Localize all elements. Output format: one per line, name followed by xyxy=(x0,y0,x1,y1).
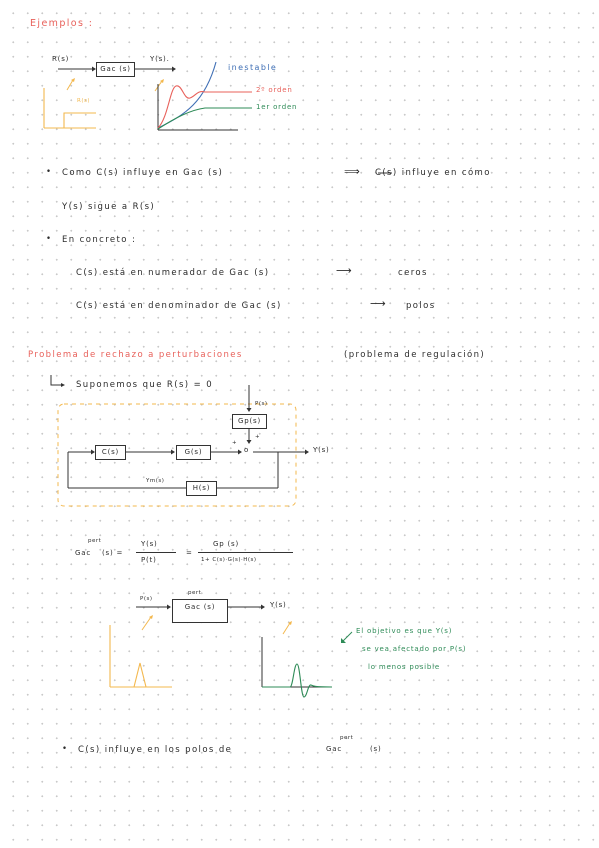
goal-note-line3: lo menos posible xyxy=(368,663,440,671)
legend-first-order: 1er orden xyxy=(256,103,298,111)
final-gac: Gac xyxy=(326,745,342,753)
assumption-text: Suponemos que R(s) = 0 xyxy=(76,380,214,390)
legend-unstable: inestable xyxy=(228,63,278,72)
goal-note-line2: se vea afectado por P(s) xyxy=(362,645,467,653)
bullet1-text-b: C(s) influye en cómo xyxy=(375,168,491,178)
frac1-bar xyxy=(136,552,176,553)
ref-label: R(s) xyxy=(77,98,90,104)
arrow-to-poles: ⟶ xyxy=(370,297,388,310)
frac2-bar xyxy=(198,552,293,553)
sum-plus-top: + xyxy=(255,434,261,440)
legend-second-order: 2º orden xyxy=(256,86,293,94)
final-bullet-text: C(s) influye en los polos de xyxy=(78,745,233,755)
reference-step-plot xyxy=(43,88,96,129)
output-arrow-head xyxy=(172,66,176,72)
second-order-curve xyxy=(157,85,232,129)
sum-plus-left: + xyxy=(232,440,238,446)
input-arrow-head xyxy=(92,66,96,72)
frac1-numerator: Y(s) xyxy=(141,540,158,548)
g-block: G(s) xyxy=(176,445,211,460)
bullet-dot-3: • xyxy=(62,744,69,754)
ex2-gac-block: Gac (s) xyxy=(172,599,228,623)
final-gac-sup: pert xyxy=(340,735,354,741)
ex2-block-sup: pert xyxy=(188,590,202,596)
bullet-dot-2: • xyxy=(46,234,53,244)
case-numerator: C(s) está en numerador de Gac (s) xyxy=(76,268,270,278)
ex2-output-label: Y(s) xyxy=(270,601,287,609)
h-block: H(s) xyxy=(186,481,217,496)
page-title: Ejemplos : xyxy=(30,18,94,29)
disturbance-label: P(s) xyxy=(255,401,268,407)
ref-pointer-head xyxy=(71,78,75,82)
ref-pointer-arrow xyxy=(66,79,74,91)
sum-node: o xyxy=(244,446,250,454)
goal-note-line1: El objetivo es que Y(s) xyxy=(356,627,453,635)
case-denominator: C(s) está en denominador de Gac (s) xyxy=(76,301,282,311)
loop-output-label: Y(s) xyxy=(313,446,330,454)
bullet1-text-c: Y(s) sigue a R(s) xyxy=(62,202,156,212)
bullet1-text-a: Como C(s) influye en Gac (s) xyxy=(62,168,224,178)
disturbance-response-plot xyxy=(261,637,333,698)
arrow-to-zeros: ⟶ xyxy=(336,264,354,277)
frac2-numerator: Gp (s) xyxy=(213,540,240,548)
response-plot xyxy=(157,61,252,131)
dashed-frame xyxy=(57,403,297,507)
problem-heading: Problema de rechazo a perturbaciones xyxy=(28,350,243,360)
implies-arrow: ⟹ xyxy=(344,165,362,178)
resp-pointer-head xyxy=(160,79,164,83)
gac-block: Gac (s) xyxy=(96,62,135,77)
first-order-curve xyxy=(157,107,238,130)
final-gac-arg: (s) xyxy=(370,745,382,753)
input-label: R(s) xyxy=(52,55,70,63)
ex2-input-label: P(s) xyxy=(140,596,153,602)
feedback-label: Ym(s) xyxy=(146,478,165,484)
formula-lhs-arg: (s) = xyxy=(102,549,124,557)
problem-heading-suffix: (problema de regulación) xyxy=(344,350,486,360)
output-label: Y(s). xyxy=(150,55,170,63)
ex2-block-label: Gac (s) xyxy=(184,603,216,611)
zeros-label: ceros xyxy=(398,268,428,278)
gp-block: Gp(s) xyxy=(232,414,267,429)
frac2-denominator: 1+ C(s)·G(s)·H(s) xyxy=(201,557,257,563)
disturbance-pulse-plot xyxy=(109,625,172,688)
c-block: C(s) xyxy=(95,445,126,460)
bullet2-text: En concreto : xyxy=(62,235,137,245)
poles-label: polos xyxy=(406,301,436,311)
formula-lhs: Gac xyxy=(75,549,91,557)
bullet-dot-1: • xyxy=(46,167,53,177)
formula-equals: = xyxy=(186,549,193,557)
formula-lhs-sup: pert xyxy=(88,538,102,544)
frac1-denominator: P(t) xyxy=(141,556,157,564)
